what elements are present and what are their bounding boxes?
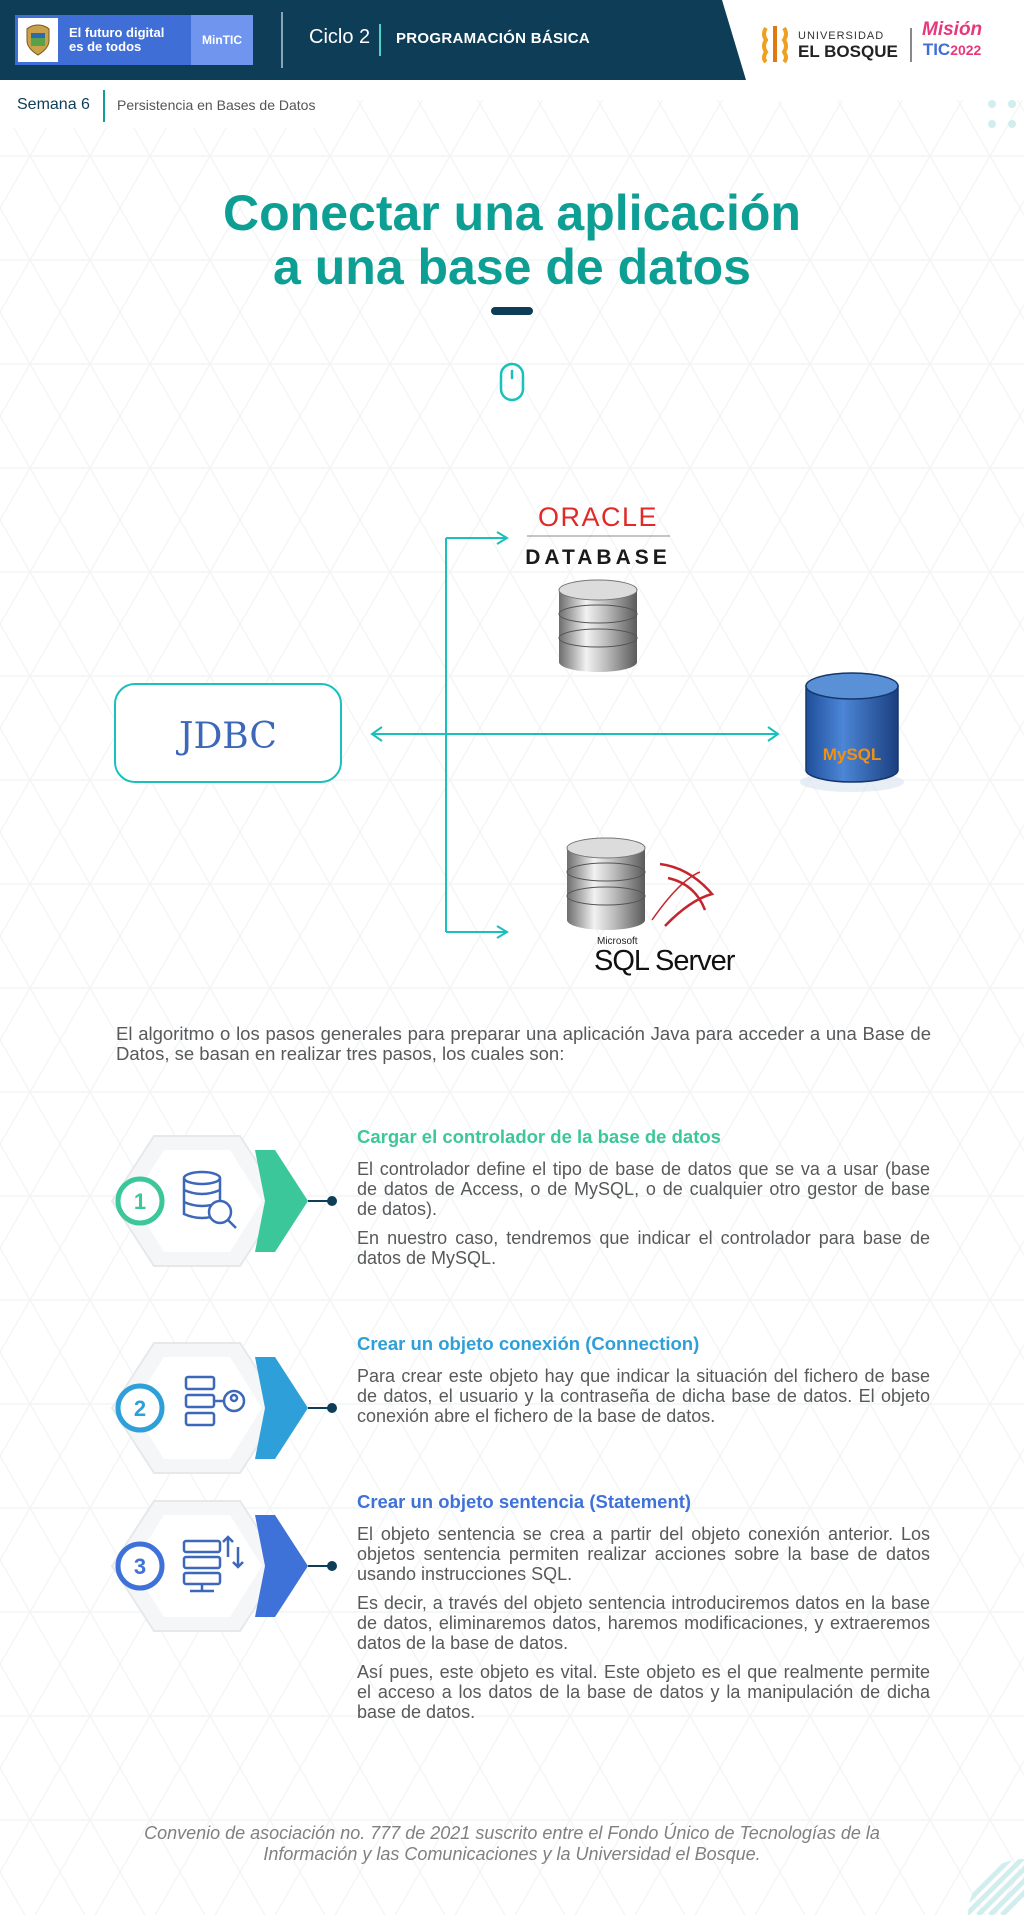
page-title-line2: a una base de datos	[273, 239, 751, 295]
step-2-badge: 2	[110, 1342, 337, 1474]
week-divider	[103, 90, 105, 122]
step-1-content: Cargar el controlador de la base de dato…	[357, 1126, 930, 1277]
server-transfer-icon	[182, 1535, 244, 1593]
mision-tic-logo: Misión TIC2022	[922, 20, 982, 60]
jdbc-label: JDBC	[175, 716, 277, 757]
decorative-stripes	[968, 1859, 1024, 1915]
colombia-shield-icon	[15, 15, 61, 65]
intro-paragraph: El algoritmo o los pasos generales para …	[116, 1023, 931, 1064]
page-title: Conectar una aplicación a una base de da…	[0, 186, 1024, 294]
step-3-number: 3	[134, 1554, 146, 1579]
university-name-line1: UNIVERSIDAD	[798, 30, 885, 42]
week-label: Semana 6	[17, 96, 90, 113]
oracle-database-icon	[558, 579, 638, 672]
topic-label: Persistencia en Bases de Datos	[117, 97, 316, 113]
connector-lines	[370, 531, 780, 939]
universidad-el-bosque-logo: UNIVERSIDAD EL BOSQUE	[760, 24, 898, 64]
week-tab	[0, 80, 345, 128]
header-divider-accent	[379, 24, 381, 56]
step-2-content: Crear un objeto conexión (Connection) Pa…	[357, 1333, 930, 1435]
sqlserver-logo-text: SQL Server	[594, 945, 736, 977]
footer-note: Convenio de asociación no. 777 de 2021 s…	[0, 1823, 1024, 1865]
scroll-mouse-icon	[499, 362, 525, 402]
step-3-paragraph-1: El objeto sentencia se crea a partir del…	[357, 1524, 930, 1584]
step-1-title: Cargar el controlador de la base de dato…	[357, 1126, 721, 1147]
oracle-logo-text: ORACLE	[538, 502, 658, 532]
header-logo-area	[722, 0, 1024, 102]
database-search-icon	[182, 1170, 237, 1229]
step-2-chevron	[255, 1357, 308, 1459]
step-2-number: 2	[134, 1396, 146, 1421]
step-1-paragraph-1: El controlador define el tipo de base de…	[357, 1159, 930, 1219]
mision-text: Misión	[922, 19, 983, 40]
university-name-line2: EL BOSQUE	[798, 42, 898, 61]
step-3-paragraph-2: Es decir, a través del objeto sentencia …	[357, 1593, 930, 1653]
mysql-database-icon: MySQL	[800, 672, 904, 792]
header-divider	[281, 12, 283, 68]
step-3-paragraph-3: Así pues, este objeto es vital. Este obj…	[357, 1662, 930, 1722]
step-2-title: Crear un objeto conexión (Connection)	[357, 1333, 700, 1354]
footer-line1: Convenio de asociación no. 777 de 2021 s…	[144, 1823, 880, 1843]
oracle-database-text: DATABASE	[525, 546, 671, 569]
page-title-line1: Conectar una aplicación	[223, 185, 801, 241]
step-1-chevron	[255, 1150, 308, 1252]
step-1-paragraph-2: En nuestro caso, tendremos que indicar e…	[357, 1228, 930, 1268]
sqlserver-microsoft-text: Microsoft	[597, 936, 638, 947]
year-text: 2022	[950, 42, 982, 58]
step-1-badge: 1	[110, 1135, 337, 1267]
step-1-number: 1	[134, 1189, 146, 1214]
tic-text: TIC	[922, 40, 951, 59]
gov-slogan-line1: El futuro digital	[69, 25, 165, 40]
program-label: PROGRAMACIÓN BÁSICA	[396, 30, 591, 47]
step-3-badge: 3	[110, 1500, 337, 1632]
gov-slogan-line2: es de todos	[69, 39, 142, 54]
gov-logo: El futuro digital es de todos	[15, 15, 191, 65]
step-3-chevron	[255, 1515, 308, 1617]
logo-divider	[910, 28, 912, 62]
jdbc-diagram: JDBC ORACLE DATABASE	[114, 502, 904, 977]
step-3-title: Crear un objeto sentencia (Statement)	[357, 1491, 692, 1512]
decorative-dots	[988, 100, 1016, 128]
el-bosque-emblem-icon	[762, 26, 788, 64]
jdbc-box	[114, 683, 342, 783]
server-user-icon	[184, 1375, 246, 1427]
mintic-label: MinTIC	[191, 15, 253, 65]
mysql-logo-text: MySQL	[823, 745, 882, 764]
ciclo-label: Ciclo 2	[309, 26, 371, 48]
footer-line2: Información y las Comunicaciones y la Un…	[263, 1844, 761, 1864]
title-underline	[491, 307, 533, 315]
step-3-content: Crear un objeto sentencia (Statement) El…	[357, 1491, 930, 1731]
sqlserver-database-icon	[566, 837, 715, 930]
step-2-paragraph-1: Para crear este objeto hay que indicar l…	[357, 1366, 930, 1426]
